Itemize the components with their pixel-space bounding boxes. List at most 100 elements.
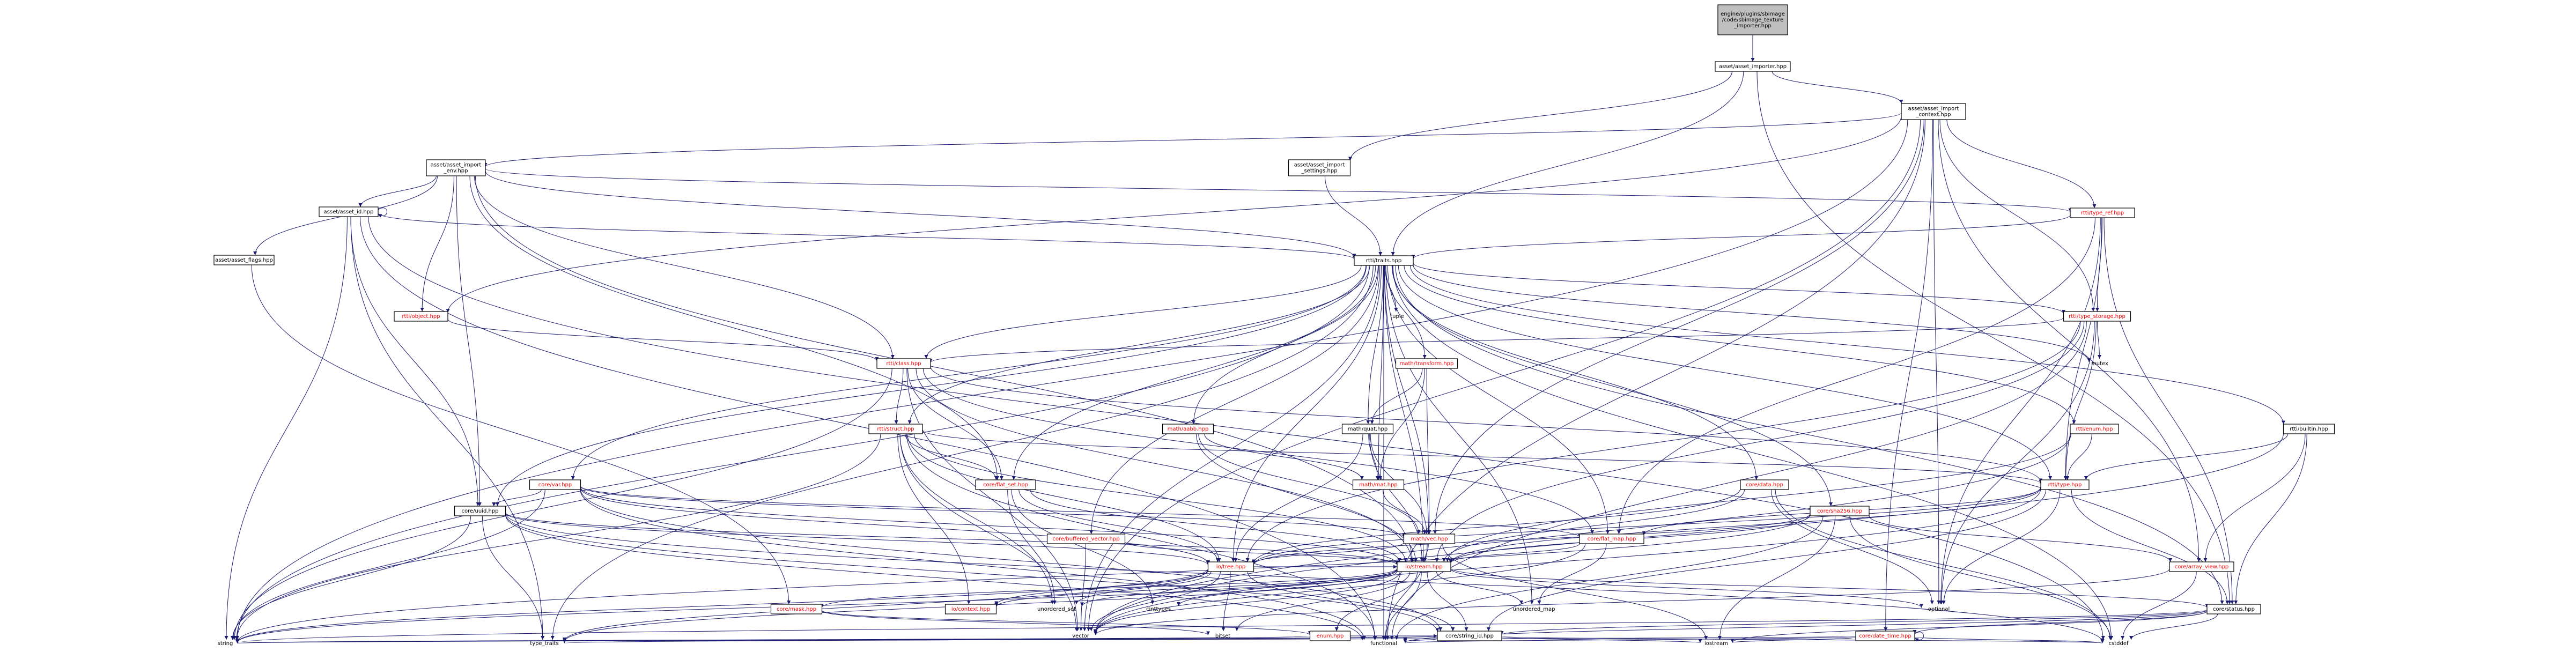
- node-cuuid[interactable]: core/uuid.hpp: [454, 506, 506, 516]
- edge-aictx-to-cdtime: [1884, 119, 1933, 632]
- edge-rtraits-to-renum: [1404, 265, 2076, 425]
- edge-rtraits-to-mutex: [1413, 264, 2091, 362]
- edge-aictx-to-robject: [446, 116, 1902, 313]
- edge-cstrid-to-functional: [1403, 638, 1438, 642]
- node-ioctx[interactable]: io/context.hpp: [944, 604, 997, 614]
- node-label: core/flat_set.hpp: [983, 482, 1028, 488]
- node-cflatmap[interactable]: core/flat_map.hpp: [1579, 534, 1644, 544]
- node-iotree[interactable]: io/tree.hpp: [1207, 561, 1254, 572]
- edge-cstatus-to-string: [235, 609, 2208, 644]
- node-box: [1397, 561, 1451, 572]
- node-label: rtti/builtin.hpp: [2290, 426, 2328, 432]
- node-cmask[interactable]: core/mask.hpp: [770, 604, 823, 614]
- node-robject[interactable]: rtti/object.hpp: [394, 311, 448, 322]
- edge-aienv-to-rtyperef: [485, 168, 2072, 212]
- node-rtstore[interactable]: rtti/type_storage.hpp: [2063, 311, 2131, 322]
- node-cdtime[interactable]: core/date_time.hpp: [1855, 631, 1915, 641]
- node-cdata[interactable]: core/data.hpp: [1740, 479, 1789, 490]
- node-box: [1288, 159, 1351, 176]
- edge-cvar-to-cflatmap: [580, 486, 1582, 538]
- edge-iostream-to-cstdint: [1177, 570, 1398, 606]
- node-cvar[interactable]: core/var.hpp: [529, 479, 581, 490]
- node-cbufvec[interactable]: core/buffered_vector.hpp: [1046, 534, 1126, 544]
- node-box: [1437, 631, 1502, 641]
- edge-csha-to-string: [235, 513, 1811, 643]
- edge-iostream-to-unset: [1080, 569, 1398, 606]
- edge-cflatmap-to-iostream: [1449, 543, 1580, 564]
- node-mvec[interactable]: math/vec.hpp: [1403, 534, 1456, 544]
- node-label: engine/plugins/sbimage: [1721, 11, 1785, 17]
- edge-mxform-to-mmat: [1378, 368, 1425, 480]
- edge-rtype-to-iostream: [1449, 487, 2041, 564]
- node-csha[interactable]: core/sha256.hpp: [1810, 506, 1870, 516]
- node-mxform[interactable]: math/transform.hpp: [1395, 358, 1458, 369]
- edge-cbufvec-to-iostream: [1125, 542, 1399, 565]
- edge-renum-to-iostream: [1445, 433, 2071, 562]
- node-cstatus[interactable]: core/status.hpp: [2206, 604, 2261, 614]
- node-rtype[interactable]: rtti/type.hpp: [2040, 479, 2090, 490]
- node-label: type_traits: [530, 641, 558, 647]
- edge-aimp-to-aiset: [1348, 71, 1733, 161]
- node-rclass[interactable]: rtti/class.hpp: [876, 358, 931, 369]
- node-mquat[interactable]: math/quat.hpp: [1341, 424, 1394, 434]
- node-label: core/string_id.hpp: [1445, 633, 1494, 639]
- edge-rstruct-to-rtype: [922, 430, 2043, 484]
- edge-rbuiltin-to-vector: [1094, 433, 2284, 634]
- node-functional: functional: [1370, 641, 1397, 647]
- edge-cuuid-to-functional: [505, 514, 1364, 641]
- node-label: enum.hpp: [1317, 633, 1344, 639]
- edge-rtraits-to-unmap: [1385, 265, 1534, 605]
- edge-rstruct-to-vector: [899, 433, 1079, 632]
- node-rstruct[interactable]: rtti/struct.hpp: [868, 424, 923, 434]
- edge-csha-to-cstddef: [1849, 515, 2113, 640]
- edge-rclass-to-cflatset: [907, 368, 1003, 480]
- edge-iotree-to-bitset: [1221, 571, 1231, 632]
- edge-rstruct-to-iostream: [913, 433, 1407, 562]
- node-aictx[interactable]: asset/asset_import_context.hpp: [1901, 103, 1966, 120]
- edge-rtraits-to-tuple: [1384, 265, 1398, 312]
- edge-carrview-to-vector: [1094, 568, 2170, 635]
- node-mmat[interactable]: math/mat.hpp: [1352, 479, 1405, 490]
- node-aienv[interactable]: asset/asset_import_env.hpp: [426, 159, 486, 176]
- node-label: cinttypes: [1146, 606, 1171, 612]
- node-aid[interactable]: asset/asset_id.hpp: [319, 206, 379, 217]
- edge-renum-to-rtype: [2065, 433, 2092, 480]
- node-enumh[interactable]: enum.hpp: [1309, 631, 1351, 641]
- node-label: core/var.hpp: [538, 482, 572, 488]
- node-label: rtti/type.hpp: [2048, 482, 2082, 488]
- node-box: [2283, 424, 2335, 434]
- node-maabb[interactable]: math/aabb.hpp: [1162, 424, 1214, 434]
- node-label: asset/asset_flags.hpp: [215, 257, 273, 263]
- node-aimp[interactable]: asset/asset_importer.hpp: [1715, 61, 1791, 72]
- node-rtraits[interactable]: rtti/traits.hpp: [1354, 255, 1414, 266]
- edge-aid-to-string: [224, 216, 348, 640]
- edge-aictx-to-functional: [1385, 119, 1925, 640]
- edge-maabb-to-iostream: [1195, 433, 1418, 562]
- edge-cmask-to-enumh: [822, 610, 1312, 635]
- node-renum[interactable]: rtti/enum.hpp: [2070, 424, 2119, 434]
- node-rtyperef[interactable]: rtti/type_ref.hpp: [2070, 208, 2135, 218]
- edge-rstruct-to-cflatset: [905, 433, 998, 480]
- node-box: [394, 311, 448, 322]
- node-carrview[interactable]: core/array_view.hpp: [2169, 561, 2234, 572]
- node-box: [1740, 479, 1789, 490]
- edge-rtraits-to-iostream: [1384, 265, 1426, 562]
- node-iostream[interactable]: io/stream.hpp: [1397, 561, 1451, 572]
- node-cflatset[interactable]: core/flat_set.hpp: [975, 479, 1036, 490]
- node-root[interactable]: engine/plugins/sbimage/code/sbimage_text…: [1717, 4, 1788, 35]
- node-aflags[interactable]: asset/asset_flags.hpp: [213, 255, 275, 265]
- node-rbuiltin[interactable]: rtti/builtin.hpp: [2283, 424, 2335, 434]
- edge-cdtime-to-string: [237, 635, 1856, 644]
- node-label: _env.hpp: [444, 168, 468, 174]
- edge-cflatset-to-iostream: [1030, 489, 1401, 562]
- edge-mxform-to-mvec: [1426, 368, 1431, 535]
- edge-aictx-to-optional: [1933, 119, 1941, 605]
- node-box: [1403, 534, 1456, 544]
- node-box: [1207, 561, 1254, 572]
- node-mutex: mutex: [2091, 361, 2108, 367]
- node-label: asset/asset_import: [1908, 106, 1959, 112]
- node-aiset[interactable]: asset/asset_import_settings.hpp: [1288, 159, 1351, 176]
- edge-aienv-to-rclass: [474, 175, 895, 359]
- node-cstrid[interactable]: core/string_id.hpp: [1437, 631, 1502, 641]
